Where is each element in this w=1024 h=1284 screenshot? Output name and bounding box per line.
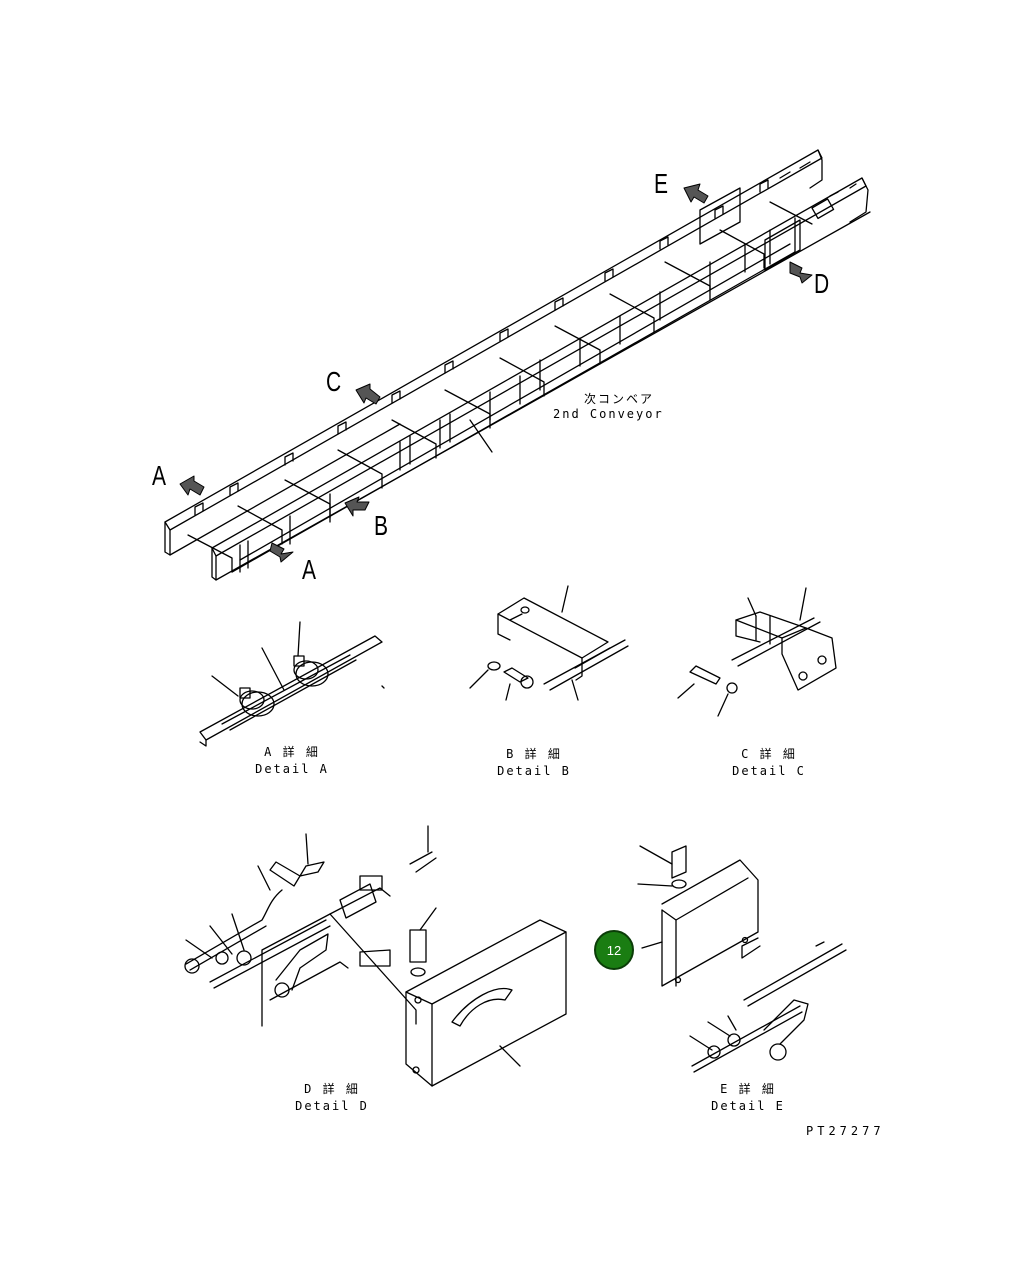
callout-b: B <box>374 510 389 541</box>
callout-d: D <box>814 268 830 299</box>
detail-e-drawing <box>637 845 847 1073</box>
detail-a-drawing <box>199 621 385 747</box>
callout-c: C <box>326 366 342 397</box>
detail-c-drawing <box>677 587 837 717</box>
conveyor-frame <box>164 149 871 581</box>
detail-e-caption: E 詳 細 Detail E <box>688 1081 808 1115</box>
callout-arrows <box>179 183 813 563</box>
detail-e-title-jp: E 詳 細 <box>720 1082 776 1096</box>
detail-b-drawing <box>469 585 629 701</box>
detail-c-title-jp: C 詳 細 <box>741 747 797 761</box>
detail-e-title-en: Detail E <box>711 1099 785 1113</box>
part-number-badge[interactable]: 12 <box>594 930 634 970</box>
detail-c-title-en: Detail C <box>732 764 806 778</box>
detail-a-title-en: Detail A <box>255 762 329 776</box>
drawing-code: PT27277 <box>806 1124 885 1138</box>
conveyor-label-en: 2nd Conveyor <box>553 407 664 421</box>
callout-a-top: A <box>152 460 167 491</box>
detail-a-title-jp: A 詳 細 <box>264 745 320 759</box>
detail-b-caption: B 詳 細 Detail B <box>474 746 594 780</box>
callout-e: E <box>654 168 669 199</box>
detail-d-title-en: Detail D <box>295 1099 369 1113</box>
detail-b-title-en: Detail B <box>497 764 571 778</box>
detail-d-title-jp: D 詳 細 <box>304 1082 360 1096</box>
detail-d-caption: D 詳 細 Detail D <box>272 1081 392 1115</box>
conveyor-label-jp: 次コンベア <box>584 392 655 406</box>
detail-a-caption: A 詳 細 Detail A <box>232 744 352 778</box>
callout-a-bottom: A <box>302 554 317 585</box>
detail-b-title-jp: B 詳 細 <box>506 747 562 761</box>
detail-d-drawing <box>184 825 567 1087</box>
detail-c-caption: C 詳 細 Detail C <box>709 746 829 780</box>
